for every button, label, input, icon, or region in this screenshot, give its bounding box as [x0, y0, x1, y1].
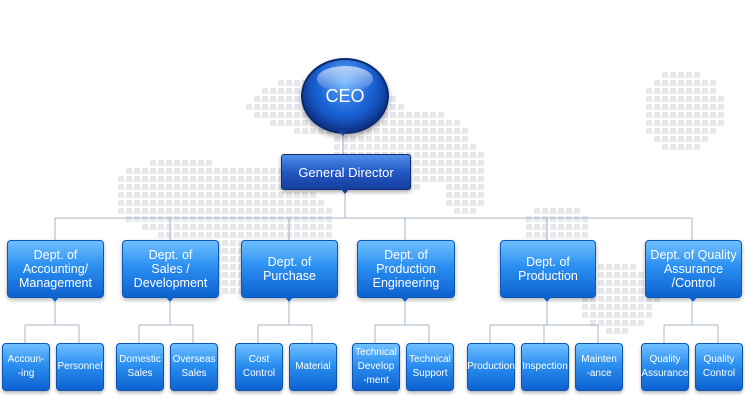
- unit-overseas-sales: Overseas Sales: [170, 343, 218, 391]
- unit-technical-development: Technical Develop -ment: [352, 343, 400, 391]
- unit-inspection-label: Inspection: [522, 361, 568, 372]
- dept-quality-pointer: [688, 296, 698, 302]
- dept-production-engineering: Dept. of Production Engineering: [357, 240, 455, 298]
- unit-personnel: Personnel: [56, 343, 104, 391]
- ceo-label: CEO: [325, 85, 365, 106]
- unit-quality-control-label: Quality Control: [702, 354, 736, 379]
- unit-overseas-sales-label: Overseas Sales: [172, 354, 216, 379]
- unit-technical-support: Technical Support: [406, 343, 454, 391]
- dept-purchase-pointer: [284, 296, 294, 302]
- general-director-pointer: [340, 188, 350, 194]
- unit-inspection: Inspection: [521, 343, 569, 391]
- unit-maintenance-label: Mainten -ance: [581, 354, 617, 379]
- unit-technical-support-label: Technical Support: [409, 354, 451, 379]
- unit-accounting-label: Accoun- -ing: [7, 354, 45, 379]
- dept-sales-label: Dept. of Sales / Development: [133, 248, 208, 290]
- dept-accounting-label: Dept. of Accounting/ Management: [19, 248, 92, 290]
- dept-sales: Dept. of Sales / Development: [122, 240, 219, 298]
- dept-accounting-pointer: [50, 296, 60, 302]
- dept-purchase-label: Dept. of Purchase: [263, 255, 316, 283]
- dept-production-label: Dept. of Production: [518, 255, 578, 283]
- dept-sales-pointer: [165, 296, 175, 302]
- ceo-pointer: [338, 130, 348, 136]
- dept-production-engineering-pointer: [400, 296, 410, 302]
- dept-quality-label: Dept. of Quality Assurance /Control: [650, 248, 737, 290]
- dept-quality: Dept. of Quality Assurance /Control: [645, 240, 742, 298]
- dept-production-engineering-label: Dept. of Production Engineering: [372, 248, 440, 290]
- general-director-node: General Director: [281, 154, 411, 190]
- unit-personnel-label: Personnel: [57, 361, 103, 372]
- general-director-label: General Director: [298, 164, 394, 180]
- unit-cost-control: Cost Control: [235, 343, 283, 391]
- unit-material: Material: [289, 343, 337, 391]
- unit-domestic-sales: Domestic Sales: [116, 343, 164, 391]
- unit-production-label: Production: [467, 361, 515, 372]
- unit-quality-assurance-label: Quality Assurance: [641, 354, 689, 379]
- unit-quality-control: Quality Control: [695, 343, 743, 391]
- unit-technical-development-label: Technical Develop -ment: [355, 347, 397, 386]
- unit-production: Production: [467, 343, 515, 391]
- unit-cost-control-label: Cost Control: [242, 354, 276, 379]
- dept-production: Dept. of Production: [500, 240, 596, 298]
- unit-domestic-sales-label: Domestic Sales: [119, 354, 161, 379]
- dept-purchase: Dept. of Purchase: [241, 240, 338, 298]
- unit-accounting: Accoun- -ing: [2, 343, 50, 391]
- ceo-node: CEO: [301, 58, 389, 134]
- unit-material-label: Material: [295, 361, 331, 372]
- unit-quality-assurance: Quality Assurance: [641, 343, 689, 391]
- unit-maintenance: Mainten -ance: [575, 343, 623, 391]
- dept-production-pointer: [542, 296, 552, 302]
- dept-accounting: Dept. of Accounting/ Management: [7, 240, 104, 298]
